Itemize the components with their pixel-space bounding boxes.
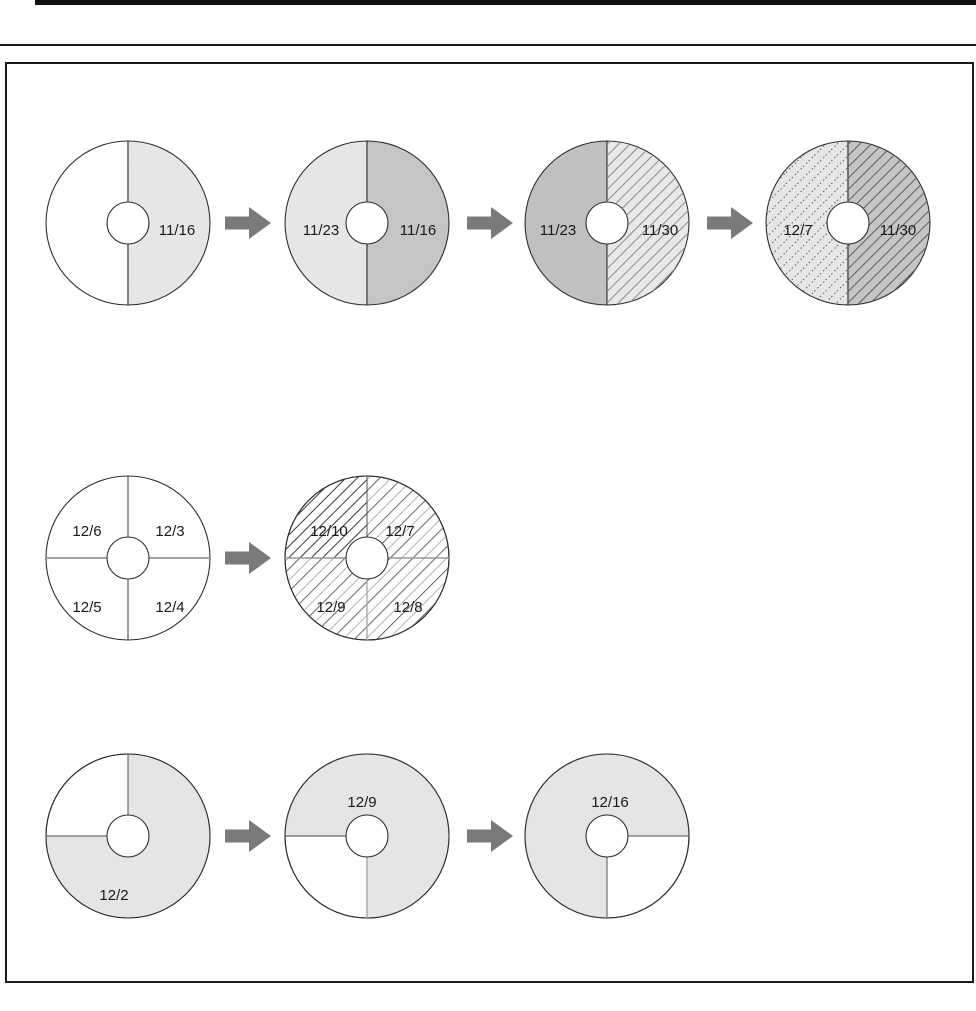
arrow-right-icon: [707, 207, 753, 239]
disk-row3-step3: 12/16: [524, 753, 690, 919]
disk-row1-step1: 11/16: [45, 140, 211, 306]
disk-row1-step2: 11/23 11/16: [284, 140, 450, 306]
arrow-right-icon: [467, 207, 513, 239]
segment-label: 12/5: [72, 599, 101, 616]
segment-label: 11/23: [540, 222, 576, 239]
segment-label: 12/7: [385, 523, 414, 540]
segment-label: 12/9: [316, 599, 345, 616]
disk-row3-step2: 12/9: [284, 753, 450, 919]
arrow-right-icon: [467, 820, 513, 852]
segment-label: 11/16: [400, 222, 436, 239]
segment-label: 11/23: [303, 222, 339, 239]
disk-row3-step1: 12/2: [45, 753, 211, 919]
segment-label: 12/2: [99, 887, 128, 904]
disk-row1-step4: 12/7 11/30: [765, 140, 931, 306]
segment-label: 12/7: [783, 222, 812, 239]
segment-label: 12/9: [347, 794, 376, 811]
segment-label: 12/8: [393, 599, 422, 616]
arrow-right-icon: [225, 207, 271, 239]
segment-label: 11/30: [880, 222, 916, 239]
disk-row2-step2: 12/10 12/7 12/9 12/8: [284, 475, 450, 641]
page-header-bar: [35, 0, 976, 5]
segment-label: 12/6: [72, 523, 101, 540]
segment-label: 11/16: [159, 222, 195, 239]
disk-row2-step1: 12/6 12/3 12/5 12/4: [45, 475, 211, 641]
segment-label: 12/4: [155, 599, 184, 616]
arrow-right-icon: [225, 542, 271, 574]
segment-label: 12/3: [155, 523, 184, 540]
segment-label: 12/16: [591, 794, 629, 811]
segment-label: 12/10: [310, 523, 348, 540]
header-rule: [0, 44, 976, 46]
disk-row1-step3: 11/23 11/30: [524, 140, 690, 306]
segment-label: 11/30: [642, 222, 678, 239]
arrow-right-icon: [225, 820, 271, 852]
